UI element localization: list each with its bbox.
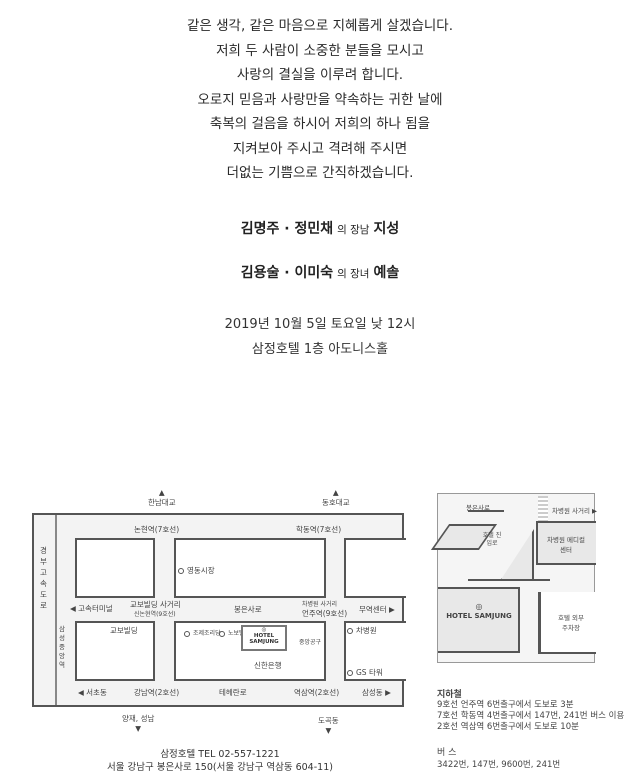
direction-label: ◀ 서초동 [78,688,107,697]
poi-label: 중앙공구 [299,639,322,646]
parking-block [538,592,596,654]
hotel-marker: ◎HOTEL SAMJUNG [241,625,287,651]
groom-relation: 의 장남 [337,224,370,236]
building-label: 차병원 메디컬 센터 [547,536,585,554]
message-line: 같은 생각, 같은 마음으로 지혜롭게 살겠습니다. [186,18,454,34]
bride-relation: 의 장녀 [337,268,370,280]
message-line: 축복의 걸음을 하시어 저희의 하나 됨을 [209,116,431,132]
subway-title: 지하철 [437,690,462,700]
station-label: 신논현역(9호선) [134,611,176,618]
groom-name: 지성 [373,221,400,237]
hotel-address: 서울 강남구 봉은사로 150(서울 강남구 역삼동 604-11) [107,762,333,773]
station-label: 강남역(2호선) [134,688,180,697]
groom-parents: 김명주 · 정민채 [240,221,334,237]
subway-route: 2호선 역삼역 6번출구에서 도보로 10분 [437,722,579,732]
intersection-label: 차병원 사거리 ▶ [552,507,598,515]
road-label: 삼성중앙역 [59,625,65,669]
subway-route: 9호선 언주역 6번출구에서 도보로 3분 [437,700,574,710]
event-info: 2019년 10월 5일 토요일 낮 12시 삼정호텔 1층 아도니스홀 [0,312,640,362]
direction-label: 무역센터 ▶ [359,605,395,614]
block [500,529,534,581]
block [75,538,155,598]
bride-parents: 김용술 · 이미숙 [240,265,334,281]
poi-label: 영동시장 [178,565,215,576]
road-label: 봉은사로 [234,605,262,614]
invitation-message: 같은 생각, 같은 마음으로 지혜롭게 살겠습니다. 저희 두 사람이 소중한 … [0,14,640,186]
hotel-name-tel: 삼정호텔 TEL 02-557-1221 [160,749,280,760]
highway-label: 경부고속도로 [40,546,47,610]
poi-label: 신한은행 [254,661,282,670]
intersection-label: 교보빌딩 사거리 [130,600,181,609]
station-label: 논현역(7호선) [134,525,180,534]
block [344,538,406,598]
poi-label: 차병원 [347,625,377,636]
event-date: 2019년 10월 5일 토요일 낮 12시 [224,317,416,332]
event-venue: 삼정호텔 1층 아도니스홀 [251,342,389,357]
road-label: 봉은사로 [466,504,490,512]
message-line: 오로지 믿음과 사랑만을 약속하는 귀한 날에 [197,91,443,108]
entrance-label: 호텔 진입로 [482,532,502,547]
road-label: 테헤란로 [219,688,247,697]
building-label: 호텔 외부 주차장 [558,614,584,632]
hotel-logo: ◎HOTEL SAMJUNG [446,602,512,620]
bus-title: 버 스 [437,748,457,758]
message-line: 지켜보아 주시고 격려해 주시면 [232,140,408,157]
message-line: 더없는 기쁨으로 간직하겠습니다. [226,165,414,181]
poi-label: GS 타워 [347,667,383,678]
medical-center-block [536,521,596,565]
message-line: 저희 두 사람이 소중한 분들을 모시고 [216,42,424,59]
poi-label: 조제조리당 [184,628,221,637]
intersection-label: 차병원 사거리 [302,601,338,608]
hotel-block [438,587,520,653]
poi-label: 노보텔 [219,628,245,637]
direction-label: ◀ 고속터미널 [70,604,113,613]
direction-label: 삼성동 ▶ [362,688,391,697]
station-label: 학동역(7호선) [296,525,342,534]
detail-map: 봉은사로 차병원 사거리 ▶ 호텔 진입로 차병원 메디컬 센터 ◎HOTEL … [430,493,598,663]
hotel-contact: 삼정호텔 TEL 02-557-1221 서울 강남구 봉은사로 150(서울 … [0,748,440,774]
message-line: 사랑의 결실을 이루려 합니다. [236,67,404,83]
block [75,621,155,681]
poi-label: 교보빌딩 [110,626,138,635]
bride-name: 예솔 [373,265,400,281]
bus-routes: 3422번, 147번, 9600번, 241번 [437,760,561,770]
south-label-1: 양재, 성남▼ [122,714,155,733]
transit-info: 지하철 9호선 언주역 6번출구에서 도보로 3분 7호선 학동역 4번출구에서… [437,687,624,770]
station-label: 언주역(9호선) [302,609,348,618]
station-label: 역삼역(2호선) [294,688,340,697]
north-label-2: ▲동호대교 [322,488,350,507]
location-map: 경부고속도로 논현역(7호선) 학동역(7호선) 영동시장 ◀ 고속터미널 교보… [32,513,406,707]
subway-route: 7호선 학동역 4번출구에서 147번, 241번 버스 이용 [437,711,625,721]
north-label-1: ▲한남대교 [148,488,176,507]
south-label-2: 도곡동▼ [318,716,339,735]
